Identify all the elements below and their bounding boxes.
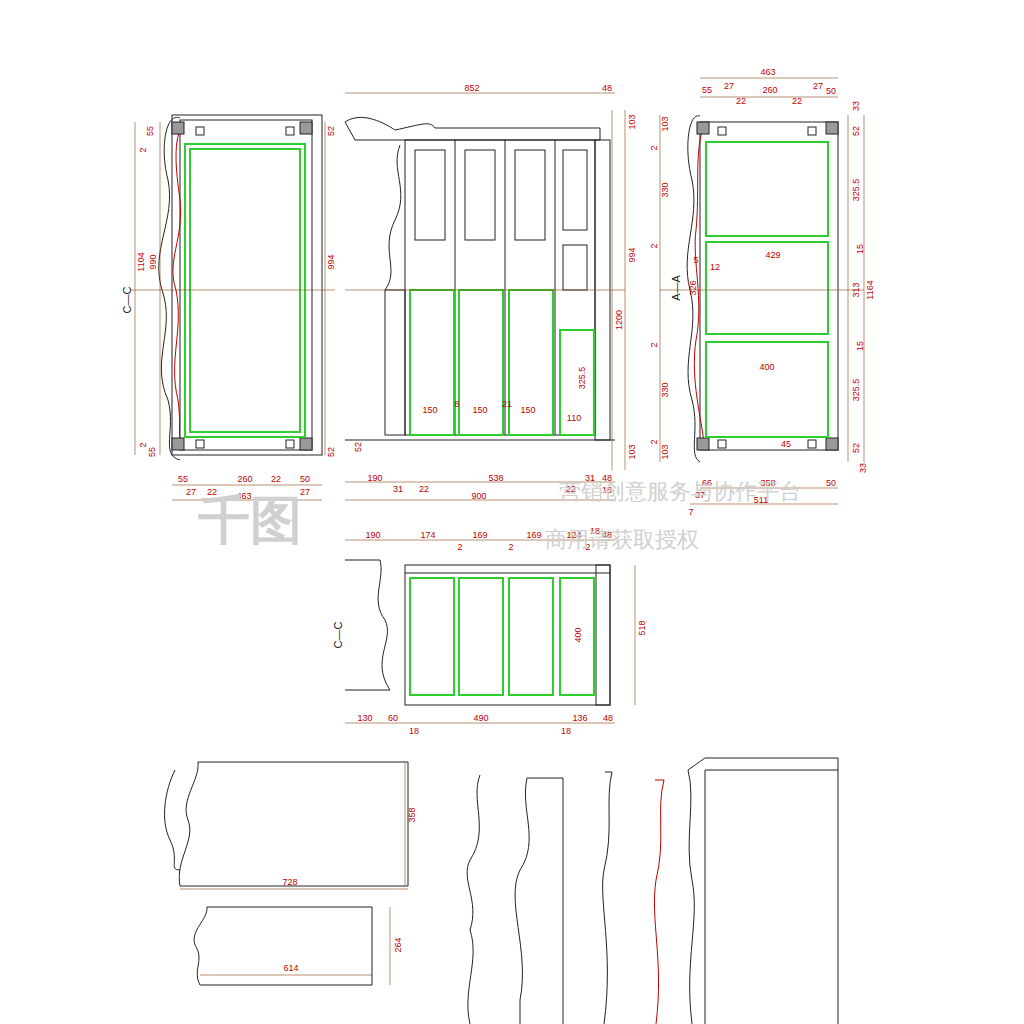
dimension-label: 103 — [660, 444, 670, 459]
dimension-label: 48 — [602, 83, 612, 93]
dimension-label: 52 — [353, 442, 363, 452]
dimension-label: 50 — [826, 86, 836, 96]
dimension-label: 18 — [561, 726, 571, 736]
dimension-label: 490 — [473, 713, 488, 723]
dimension-label: 52 — [326, 447, 336, 457]
dimension-label: 103 — [660, 116, 670, 131]
dimension-label: 55 — [702, 85, 712, 95]
dimension-label: 190 — [365, 530, 380, 540]
dimension-label: 22 — [271, 474, 281, 484]
dimension-label: 994 — [627, 247, 637, 262]
dimension-label: 325.5 — [851, 379, 861, 402]
dimension-label: 2 — [138, 147, 148, 152]
dimension-label: 2 — [649, 439, 659, 444]
dimension-label: 150 — [472, 405, 487, 415]
dimension-label: 330 — [660, 182, 670, 197]
dimension-label: 22 — [736, 96, 746, 106]
dimension-label: 55 — [178, 474, 188, 484]
dimension-label: 169 — [472, 530, 487, 540]
dimension-label: 8 — [454, 399, 459, 409]
dimension-label: 12 — [710, 262, 720, 272]
dimension-label: 538 — [488, 473, 503, 483]
dimension-label: 60 — [388, 713, 398, 723]
dimension-label: 728 — [282, 877, 297, 887]
dimension-label: 169 — [526, 530, 541, 540]
dimension-label: 27 — [186, 487, 196, 497]
dimension-label: 50 — [826, 478, 836, 488]
dimension-label: 1200 — [614, 310, 624, 330]
dimension-label: 103 — [627, 444, 637, 459]
dimension-label: 33 — [851, 101, 861, 111]
dimension-label: 326 — [688, 280, 698, 295]
dimension-label: 2 — [457, 542, 462, 552]
dimension-label: 852 — [464, 83, 479, 93]
dimension-label: 174 — [420, 530, 435, 540]
dimension-label: 2 — [649, 145, 659, 150]
dimension-label: 48 — [603, 713, 613, 723]
dimension-label: 22 — [792, 96, 802, 106]
dimension-label: 15 — [855, 341, 865, 351]
dimension-label: 110 — [567, 413, 581, 423]
dimension-label: 52 — [851, 443, 861, 453]
dimension-label: 264 — [393, 937, 403, 952]
dimension-label: 27 — [724, 81, 734, 91]
dimension-label: 21 — [502, 399, 512, 409]
dimension-label: 150 — [520, 405, 535, 415]
dimension-label: 27 — [813, 81, 823, 91]
dimension-label: 55 — [145, 126, 155, 136]
dimension-label: 5 — [693, 255, 698, 265]
dimension-label: 190 — [367, 473, 382, 483]
dimension-label: 358 — [407, 807, 417, 822]
dimension-label: 31 — [393, 484, 403, 494]
dimension-label: 2 — [508, 542, 513, 552]
dimension-label: 7 — [688, 507, 693, 517]
dimension-label: 2 — [649, 342, 659, 347]
dimension-label: 45 — [781, 439, 791, 449]
dimension-label: 1164 — [865, 280, 875, 299]
dimension-label: 52 — [326, 126, 336, 136]
watermark-text: 千图 — [198, 492, 302, 548]
dimension-label: 900 — [471, 491, 486, 501]
dimension-label: 325.5 — [577, 367, 587, 390]
dimension-label: 1104 — [136, 252, 146, 271]
dimension-label: 994 — [326, 254, 336, 269]
section-title: C—C — [122, 287, 132, 314]
dimension-label: 2 — [649, 243, 659, 248]
dimension-label: 260 — [237, 474, 252, 484]
dimension-label: 614 — [283, 963, 298, 973]
dimension-label: 325.5 — [851, 179, 861, 202]
watermark-text: 营销创意服务与协作平台 — [559, 480, 801, 504]
dimension-label: 429 — [765, 250, 780, 260]
dimension-label: 260 — [762, 85, 777, 95]
dimension-label: 15 — [855, 244, 865, 254]
dimension-label: 55 — [147, 447, 157, 457]
section-title: C—C — [333, 622, 343, 649]
dimension-label: 136 — [572, 713, 587, 723]
dimension-label: 103 — [627, 114, 637, 129]
section-title: A—A — [671, 275, 681, 301]
dimension-label: 50 — [300, 474, 310, 484]
dimension-label: 400 — [573, 627, 583, 642]
dimension-label: 400 — [759, 362, 774, 372]
dimension-label: 330 — [660, 382, 670, 397]
dimension-label: 2 — [138, 442, 148, 447]
watermark-text: 商用请获取授权 — [545, 528, 699, 552]
dimension-label: 52 — [851, 126, 861, 136]
dimension-label: 313 — [851, 282, 861, 297]
dimension-label: 33 — [858, 463, 868, 473]
dimension-label: 130 — [357, 713, 372, 723]
dimension-label: 990 — [148, 254, 158, 269]
dimension-label: 463 — [760, 67, 775, 77]
dimension-label: 150 — [422, 405, 437, 415]
dimension-label: 18 — [409, 726, 419, 736]
dimension-label: 518 — [637, 620, 647, 635]
dimension-label: 22 — [419, 484, 429, 494]
